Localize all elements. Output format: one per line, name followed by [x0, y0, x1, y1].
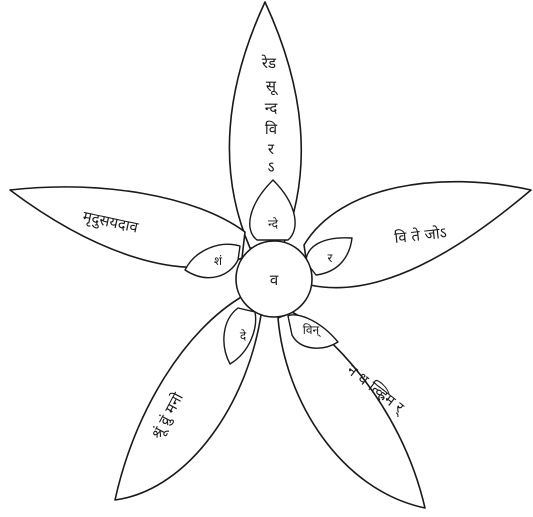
- top-outer-line-6: ऽ: [267, 158, 274, 176]
- center-label: व: [270, 271, 279, 289]
- top-outer-line-1: रेड: [261, 54, 277, 72]
- top-outer-line-5: र: [268, 140, 275, 158]
- bottom-left-inner-label: दे: [240, 329, 247, 343]
- bottom-right-inner-label: विन्: [303, 323, 321, 338]
- top-outer-line-4: वि: [265, 120, 278, 138]
- top-outer-line-3: न्द: [265, 99, 279, 117]
- top-inner-label: न्दे: [268, 217, 279, 231]
- left-inner-label: शं: [214, 254, 223, 268]
